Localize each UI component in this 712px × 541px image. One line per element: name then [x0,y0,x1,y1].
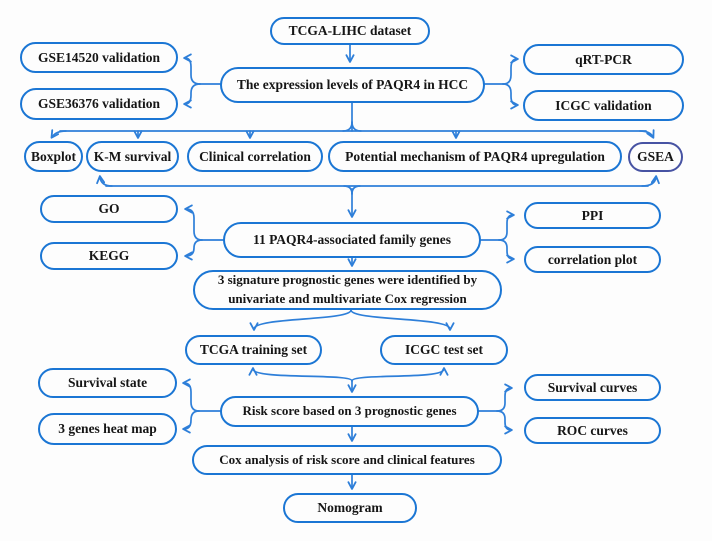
arrow-to-qrtpcr [502,54,519,85]
arrow-to-survival-state [182,378,200,412]
node-boxplot: Boxplot [24,141,83,172]
arrow-to-roc-curves [496,410,513,435]
node-survival-curves: Survival curves [524,374,661,401]
node-gse36376-validation: GSE36376 validation [20,88,178,120]
node-km-survival: K-M survival [86,141,179,172]
node-signature-genes: 3 signature prognostic genes were identi… [193,270,502,310]
arrow-to-boxplot [50,129,67,139]
node-qrt-pcr: qRT-PCR [523,44,684,75]
arrow-to-icgc-validation [502,83,519,110]
node-expression-levels: The expression levels of PAQR4 in HCC [220,67,485,103]
node-gse14520-validation: GSE14520 validation [20,42,178,73]
node-kegg: KEGG [40,242,178,270]
node-cox-analysis: Cox analysis of risk score and clinical … [192,445,502,475]
arrow-to-correlation-plot [498,239,515,264]
fillet [351,121,362,132]
fillet [343,185,353,195]
arrow-up-to-boxplot [96,175,113,187]
node-icgc-validation: ICGC validation [523,90,684,121]
arrow-to-go [184,204,203,241]
node-family-genes: 11 PAQR4-associated family genes [223,222,481,258]
fillet [351,185,361,195]
node-ppi: PPI [524,202,661,229]
arrow-to-icgc-test [350,309,455,331]
arrow-to-survival-curves [496,383,513,412]
arrow-up-to-tcga-training [248,367,353,382]
arrow-to-gse14520 [183,53,201,85]
fillet [342,121,353,132]
node-potential-mechanism: Potential mechanism of PAQR4 upregulatio… [328,141,622,172]
arrow-to-tcga-training [249,309,352,331]
node-go: GO [40,195,178,223]
node-gsea: GSEA [628,142,683,172]
node-genes-heat-map: 3 genes heat map [38,413,177,445]
node-correlation-plot: correlation plot [524,246,661,273]
node-icgc-test-set: ICGC test set [380,335,508,365]
node-survival-state: Survival state [38,368,177,398]
node-risk-score: Risk score based on 3 prognostic genes [220,396,479,427]
node-nomogram: Nomogram [283,493,417,523]
node-tcga-lihc-dataset: TCGA-LIHC dataset [270,17,430,45]
arrow-to-heat-map [182,410,200,434]
node-clinical-correlation: Clinical correlation [187,141,323,172]
arrow-to-gse36376 [183,83,201,109]
arrow-to-kegg [184,239,203,261]
node-roc-curves: ROC curves [524,417,661,444]
arrow-to-ppi [498,210,515,241]
arrow-to-gsea [639,129,655,139]
arrow-up-to-icgc-test [351,367,449,382]
node-tcga-training-set: TCGA training set [185,335,322,365]
arrow-up-to-gsea [641,175,660,187]
